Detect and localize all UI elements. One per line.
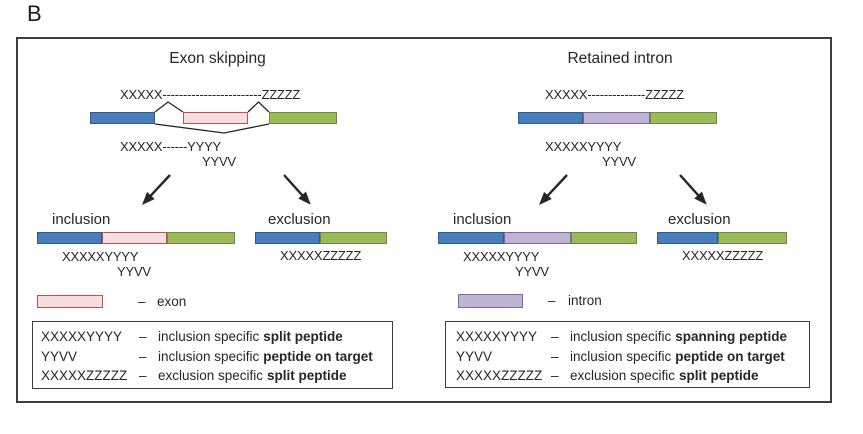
legend-desc-bold: split peptide bbox=[263, 329, 343, 344]
retained-intron-junction-seq-1: XXXXXYYYY bbox=[545, 139, 622, 154]
retained-intron-intron-segment bbox=[583, 112, 650, 124]
retained-intron-inclusion-isoform-bar bbox=[438, 232, 637, 244]
exon-swatch-dash: – bbox=[138, 294, 146, 309]
legend-desc-text: exclusion specific bbox=[158, 368, 264, 384]
exon-skipping-exclusion-seq: XXXXXZZZZZ bbox=[280, 248, 362, 263]
exon-swatch bbox=[37, 295, 103, 308]
legend-dash: – bbox=[551, 329, 559, 344]
exon-skipping-junction-seq-1: XXXXX------YYYY bbox=[120, 139, 222, 154]
exon-skipping-cassette-exon-box bbox=[183, 112, 248, 124]
exclusion-exon1-segment bbox=[255, 232, 320, 244]
exon-skipping-downstream-exon-bar bbox=[269, 112, 337, 124]
exon-skipping-upstream-exon-bar bbox=[90, 112, 155, 124]
intron-swatch-dash: – bbox=[548, 293, 556, 308]
retained-intron-gene-bar bbox=[518, 112, 717, 124]
inclusion-exon1-segment bbox=[37, 232, 102, 244]
retained-intron-exon2-segment bbox=[650, 112, 717, 124]
retained-intron-exon1-segment bbox=[518, 112, 583, 124]
legend-term: XXXXXZZZZZ bbox=[456, 368, 543, 384]
legend-desc-text: exclusion specific bbox=[570, 368, 676, 384]
legend-desc-text: inclusion specific bbox=[158, 329, 260, 344]
legend-desc-bold: spanning peptide bbox=[675, 329, 788, 344]
legend-desc-text: inclusion specific bbox=[570, 329, 672, 344]
legend-desc-bold: peptide on target bbox=[263, 348, 373, 364]
exclusion-exon2-segment bbox=[320, 232, 387, 244]
inclusion-cassette-exon-segment bbox=[102, 232, 167, 244]
legend-desc-bold: peptide on target bbox=[675, 348, 785, 364]
exclusion-exon2-segment bbox=[718, 232, 787, 244]
retained-intron-inclusion-seq-1: XXXXXYYYY bbox=[463, 249, 540, 264]
exon-skipping-title: Exon skipping bbox=[169, 50, 266, 67]
legend-dash: – bbox=[139, 348, 147, 364]
retained-intron-exclusion-isoform-bar bbox=[657, 232, 787, 244]
exon-skipping-exclusion-isoform-bar bbox=[255, 232, 387, 244]
legend-desc-text: inclusion specific bbox=[158, 348, 260, 364]
legend-term: YYVV bbox=[41, 348, 78, 364]
legend-dash: – bbox=[551, 348, 559, 364]
retained-intron-inclusion-seq-2: YYVV bbox=[515, 264, 549, 279]
retained-intron-inclusion-label: inclusion bbox=[453, 211, 512, 228]
retained-intron-gene-sequence: XXXXX--------------ZZZZZ bbox=[545, 87, 684, 102]
exon-skipping-inclusion-isoform-bar bbox=[37, 232, 235, 244]
exon-skipping-inclusion-seq-2: YYVV bbox=[117, 264, 151, 279]
inclusion-intron-segment bbox=[504, 232, 571, 244]
inclusion-exon2-segment bbox=[167, 232, 235, 244]
retained-intron-junction-seq-2: YYVV bbox=[602, 154, 636, 169]
retained-intron-title: Retained intron bbox=[567, 50, 673, 67]
legend-term: XXXXXZZZZZ bbox=[41, 368, 128, 384]
retained-intron-exclusion-seq: XXXXXZZZZZ bbox=[682, 248, 764, 263]
retained-intron-exclusion-label: exclusion bbox=[668, 211, 731, 228]
legend-dash: – bbox=[139, 329, 147, 344]
legend-dash: – bbox=[551, 368, 559, 384]
figure-label: B bbox=[27, 1, 42, 26]
intron-swatch-label: intron bbox=[568, 293, 602, 308]
inclusion-exon1-segment bbox=[438, 232, 504, 244]
legend-term: XXXXXYYYY bbox=[456, 329, 538, 344]
exon-skipping-inclusion-label: inclusion bbox=[52, 211, 111, 228]
inclusion-exon2-segment bbox=[571, 232, 637, 244]
exon-skipping-inclusion-seq-1: XXXXXYYYY bbox=[62, 249, 139, 264]
legend-term: XXXXXYYYY bbox=[41, 329, 123, 344]
exon-swatch-label: exon bbox=[157, 294, 187, 309]
legend-desc-bold: split peptide bbox=[267, 368, 347, 384]
legend-dash: – bbox=[139, 368, 147, 384]
exon-skipping-exclusion-label: exclusion bbox=[268, 211, 331, 228]
exon-skipping-junction-seq-2: YYVV bbox=[202, 154, 236, 169]
intron-swatch bbox=[458, 294, 523, 308]
exclusion-exon1-segment bbox=[657, 232, 718, 244]
legend-term: YYVV bbox=[456, 348, 493, 364]
exon-skipping-gene-sequence: XXXXX------------------------ZZZZZ bbox=[120, 87, 301, 102]
legend-desc-text: inclusion specific bbox=[570, 348, 672, 364]
legend-desc-bold: split peptide bbox=[679, 368, 759, 384]
